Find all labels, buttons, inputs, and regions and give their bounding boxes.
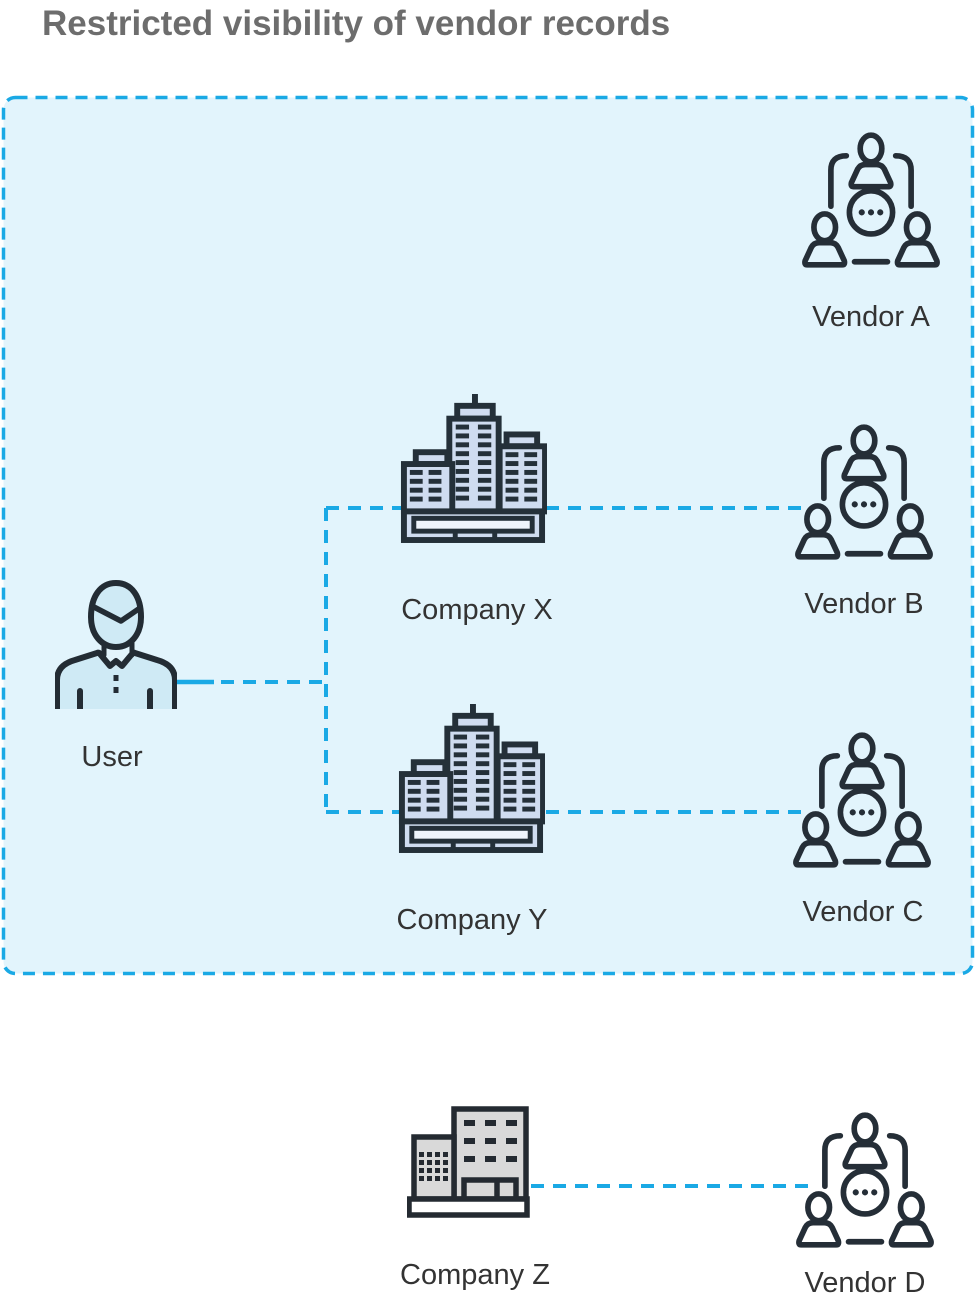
company-z-label: Company Z <box>400 1259 550 1291</box>
vendor-b-label: Vendor B <box>804 588 924 620</box>
company-x-icon <box>399 391 548 544</box>
vendor-a-label: Vendor A <box>812 301 930 333</box>
vendor-a-icon <box>799 127 943 271</box>
vendor-b-icon <box>792 419 936 563</box>
user-icon <box>54 577 178 712</box>
vendor-d-icon <box>793 1107 937 1251</box>
user-label: User <box>81 741 143 773</box>
diagram-title: Restricted visibility of vendor records <box>42 4 671 43</box>
vendor-c-icon <box>790 727 934 871</box>
company-y-icon <box>397 701 546 854</box>
company-z-icon <box>406 1106 533 1218</box>
company-y-label: Company Y <box>396 904 548 936</box>
vendor-d-label: Vendor D <box>804 1267 926 1299</box>
vendor-c-label: Vendor C <box>802 896 924 928</box>
company-x-label: Company X <box>401 594 553 626</box>
